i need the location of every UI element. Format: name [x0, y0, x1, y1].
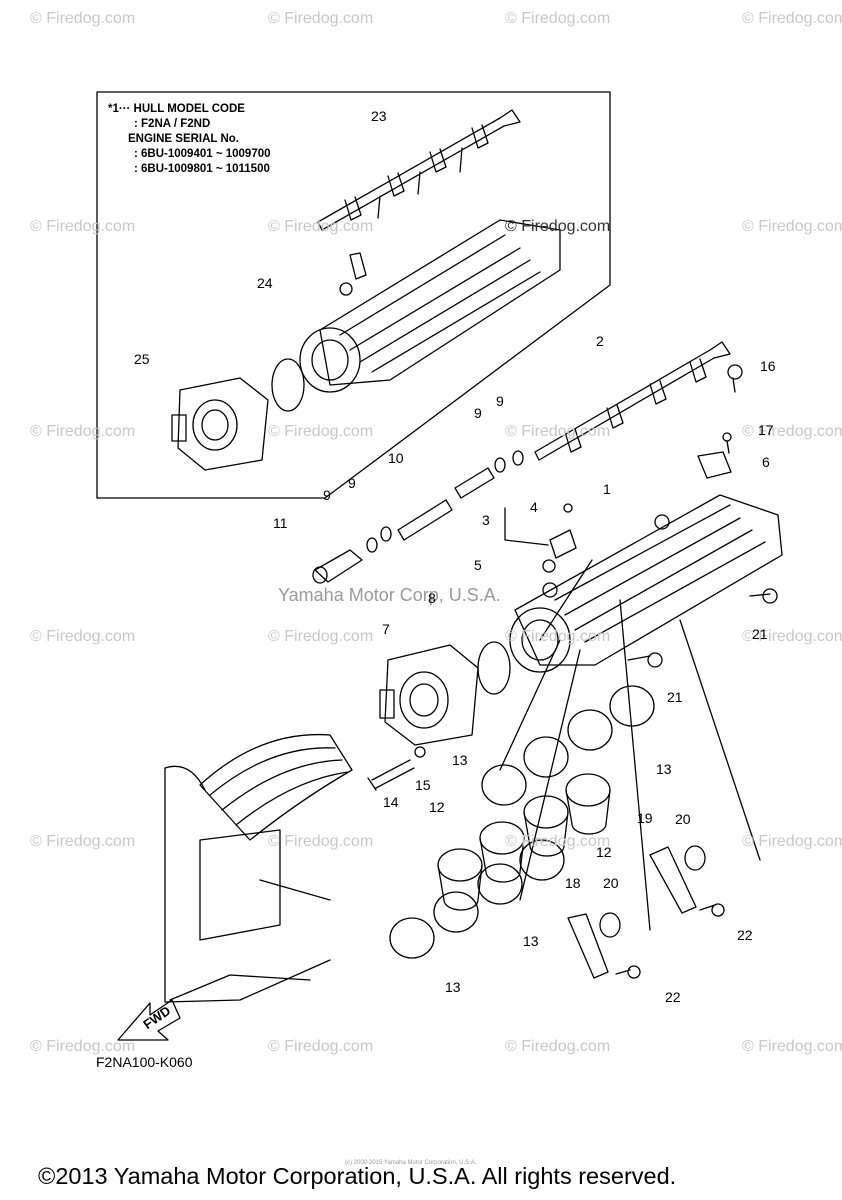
note-line: : F2NA / F2ND	[134, 118, 211, 130]
callout-13: 13	[523, 933, 539, 949]
callout-20: 20	[675, 811, 691, 827]
callout-22: 22	[737, 927, 753, 943]
inset-frame	[96, 91, 611, 499]
inset-fuel-rail	[317, 109, 521, 231]
note-line: : 6BU-1009801 ~ 1011500	[134, 163, 270, 175]
inset-throttle-body	[177, 377, 269, 471]
watermark: © Firedog.com	[505, 10, 611, 27]
inset-note: *1··· HULL MODEL CODE : F2NA / F2ND ENGI…	[108, 102, 271, 177]
callout-21: 21	[752, 626, 768, 642]
callout-6: 6	[762, 454, 770, 470]
intake-manifold	[514, 494, 783, 666]
watermark: © Firedog.com	[30, 1038, 136, 1055]
watermark: © Firedog.com	[742, 833, 842, 850]
callout-3: 3	[482, 512, 490, 528]
callout-21: 21	[667, 689, 683, 705]
watermark: © Firedog.com	[268, 218, 374, 235]
main-fuel-rail	[534, 341, 731, 461]
inset-manifold	[319, 219, 561, 386]
callout-13: 13	[452, 752, 468, 768]
callout-22: 22	[665, 989, 681, 1005]
callout-25: 25	[134, 351, 150, 367]
callout-9: 9	[323, 487, 331, 503]
watermark: © Firedog.com	[505, 628, 611, 645]
callout-19: 19	[637, 810, 653, 826]
callout-12: 12	[596, 844, 612, 860]
callout-9: 9	[474, 405, 482, 421]
watermark: © Firedog.com	[268, 628, 374, 645]
copyright-notice: ©2013 Yamaha Motor Corporation, U.S.A. A…	[38, 1163, 677, 1189]
fwd-arrow	[117, 999, 181, 1041]
cover-plate	[567, 913, 609, 979]
callout-18: 18	[565, 875, 581, 891]
center-watermark: Yamaha Motor Corp, U.S.A.	[278, 585, 501, 605]
callout-20: 20	[603, 875, 619, 891]
fuel-connector	[314, 549, 363, 583]
callout-7: 7	[382, 621, 390, 637]
pressure-sensor	[697, 451, 732, 479]
callout-17: 17	[758, 422, 774, 438]
note-line: : 6BU-1009401 ~ 1009700	[134, 148, 271, 160]
callout-4: 4	[530, 499, 538, 515]
callout-15: 15	[415, 777, 431, 793]
callout-8: 8	[428, 590, 436, 606]
watermark: © Firedog.com	[505, 423, 611, 440]
watermark: © Firedog.com	[30, 628, 136, 645]
watermark: © Firedog.com	[268, 1038, 374, 1055]
callout-10: 10	[388, 450, 404, 466]
watermark: © Firedog.com	[742, 218, 842, 235]
callout-24: 24	[257, 275, 273, 291]
callout-16: 16	[760, 358, 776, 374]
watermark: © Firedog.com	[30, 423, 136, 440]
o-ring	[477, 641, 511, 695]
throttle-body	[384, 644, 479, 746]
watermark: © Firedog.com	[742, 423, 842, 440]
note-line: ENGINE SERIAL No.	[128, 133, 239, 145]
watermark: © Firedog.com	[742, 1038, 842, 1055]
watermark: © Firedog.com	[268, 423, 374, 440]
fuel-injector	[549, 529, 577, 559]
fuel-hose	[397, 499, 453, 541]
note-line: *1··· HULL MODEL CODE	[108, 103, 245, 115]
callout-9: 9	[348, 475, 356, 491]
watermark: © Firedog.com	[742, 628, 842, 645]
tiny-print: (c) 2000-2015 Yamaha Motor Corporation, …	[345, 1160, 477, 1166]
callout-12: 12	[429, 799, 445, 815]
watermark: © Firedog.com	[742, 10, 842, 27]
watermark: © Firedog.com	[505, 833, 611, 850]
watermark: © Firedog.com	[505, 1038, 611, 1055]
callout-5: 5	[474, 557, 482, 573]
watermark: © Firedog.com	[268, 833, 374, 850]
callout-13: 13	[656, 761, 672, 777]
intake-duct	[199, 733, 353, 841]
watermark: © Firedog.com	[30, 833, 136, 850]
watermark: © Firedog.com	[30, 218, 136, 235]
callout-23: 23	[371, 108, 387, 124]
watermark: © Firedog.com	[505, 218, 611, 235]
callout-1: 1	[603, 481, 611, 497]
reference-code: F2NA100-K060	[96, 1054, 193, 1070]
callout-9: 9	[496, 393, 504, 409]
watermark: © Firedog.com	[268, 10, 374, 27]
callout-2: 2	[596, 333, 604, 349]
watermark: © Firedog.com	[30, 10, 136, 27]
hull-outline	[164, 765, 331, 1003]
callout-11: 11	[273, 515, 288, 531]
callout-14: 14	[383, 794, 399, 810]
callout-13: 13	[445, 979, 461, 995]
